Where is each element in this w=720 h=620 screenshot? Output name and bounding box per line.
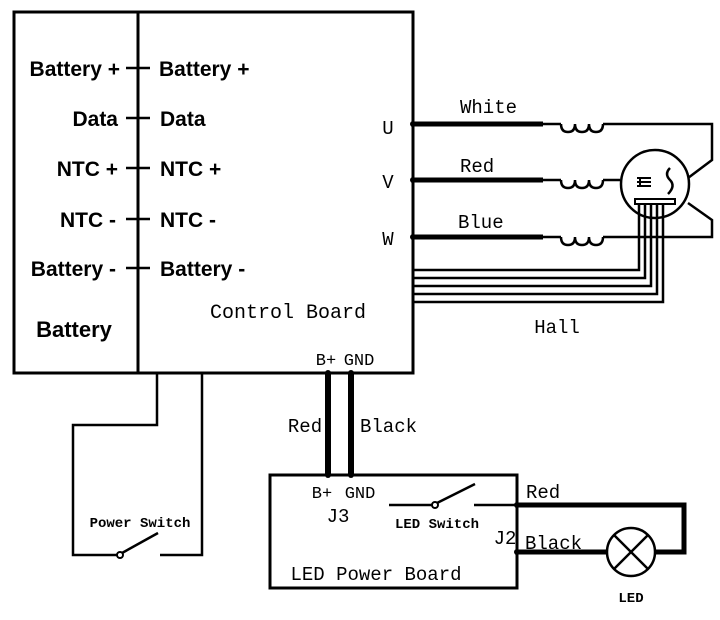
power-switch-icon[interactable] [121, 531, 159, 555]
power-switch-circuit [71, 373, 204, 559]
battery-title: Battery [36, 317, 113, 342]
gnd-wire-label: Black [360, 416, 417, 438]
control-pin-label: Battery + [159, 58, 249, 81]
battery-pin-label: Battery + [30, 58, 120, 81]
battery-pin-label: NTC - [60, 209, 116, 232]
control-pin-label: NTC - [160, 209, 216, 232]
phase-wire-label: White [460, 97, 517, 119]
tilde-icon [665, 167, 674, 195]
control-pin-label: Battery - [160, 258, 245, 281]
phase-wire-v [410, 177, 620, 190]
led-switch [389, 482, 517, 509]
control-board-box [136, 10, 415, 375]
j3-label: J3 [327, 506, 350, 528]
j3-bplus-label: B+ [312, 485, 332, 504]
switch-pivot [116, 551, 124, 559]
hall-connector [634, 198, 676, 205]
phase-label-w: W [382, 229, 394, 251]
phase-label-u: U [382, 118, 393, 140]
control-pin-label: Data [160, 108, 206, 131]
coil-w [543, 201, 714, 247]
led-red-wire [517, 502, 687, 555]
j2-black-label: Black [525, 533, 582, 555]
phase-wire-u [410, 121, 714, 179]
battery-pin-label: Data [72, 108, 118, 131]
control-board-title: Control Board [210, 302, 366, 325]
hall-label: Hall [534, 317, 580, 339]
battery-connector-ticks [126, 66, 150, 270]
j2-red-label: Red [526, 482, 560, 504]
phase-wire-label: Blue [458, 212, 504, 234]
battery-pin-label: NTC + [57, 158, 118, 181]
bplus-wire-label: Red [288, 416, 322, 438]
control-pin-label: NTC + [160, 158, 221, 181]
coil-u [543, 122, 714, 179]
led-switch-label: LED Switch [395, 517, 479, 533]
led-power-board-title: LED Power Board [290, 564, 461, 586]
hall-wires [413, 204, 665, 304]
phase-wire-label: Red [460, 156, 494, 178]
power-switch-label: Power Switch [90, 516, 191, 532]
phase-label-v: V [382, 172, 394, 194]
hall-sensor-glyph [637, 177, 651, 187]
led-power-board-box [268, 473, 519, 590]
led-lamp-icon [605, 526, 657, 578]
control-bplus-label: B+ [316, 352, 336, 371]
j3-gnd-label: GND [345, 485, 376, 504]
motor-icon [619, 148, 691, 220]
led-switch-icon[interactable] [436, 482, 476, 505]
j2-label: J2 [494, 528, 517, 550]
control-gnd-label: GND [344, 352, 375, 371]
coil-v [543, 178, 620, 190]
phase-wire-w [410, 201, 714, 247]
battery-pin-label: Battery - [31, 258, 116, 281]
led-label: LED [618, 591, 643, 607]
